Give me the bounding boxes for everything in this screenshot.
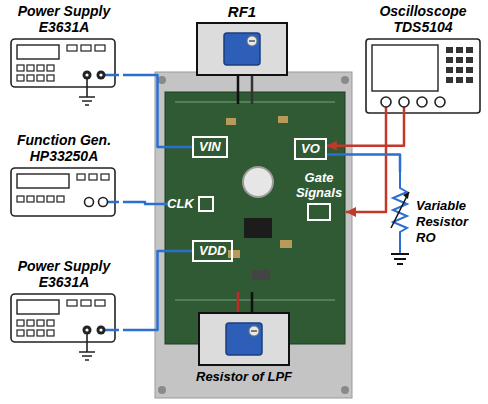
display: [17, 174, 69, 188]
power-supply-icon: [9, 37, 119, 109]
label-text: VO: [301, 141, 320, 157]
label-text: RF1: [228, 3, 256, 20]
power-supply: Power Supply E3631A: [5, 3, 123, 109]
terminal: [99, 198, 108, 207]
silk-line: [175, 102, 335, 300]
display: [17, 45, 59, 59]
wire: [327, 155, 400, 173]
label-text: CLK: [167, 196, 194, 212]
terminal-box: [198, 196, 214, 212]
test-board: [155, 72, 352, 398]
display: [17, 300, 59, 314]
oscilloscope: Oscilloscope TDS5104: [362, 3, 484, 119]
label-text: Power Supply E3631A: [5, 3, 123, 35]
pot-wires: [238, 76, 252, 316]
variable-resistor-symbol: [388, 172, 412, 276]
terminal: [97, 71, 106, 80]
terminal: [83, 71, 92, 80]
function-generator: Function Gen. HP33250A: [5, 132, 123, 222]
label-text: VDD: [199, 243, 226, 259]
power-supply-icon: [9, 292, 119, 364]
function-generator-icon: [9, 166, 119, 222]
label-text: Gate Signals: [292, 170, 346, 200]
potentiometer-rf1: RF1: [196, 3, 288, 76]
wire: [123, 251, 192, 330]
screen: [372, 45, 438, 91]
component: [228, 250, 240, 258]
chip: [244, 218, 272, 238]
terminal: [85, 198, 94, 207]
label-text: Oscilloscope TDS5104: [362, 3, 484, 35]
ground-symbol: [391, 254, 409, 264]
gate-signal-terminal: Gate Signals: [292, 170, 346, 221]
probe-arrow: [327, 119, 404, 146]
instrument-body: [11, 168, 115, 216]
resistor-zigzag: [393, 172, 407, 254]
wire: [123, 202, 167, 204]
board-frame: [155, 72, 352, 398]
screw-hole: [341, 76, 349, 84]
potentiometer-lpf: Resistor of LPF: [196, 312, 292, 384]
button-grid: [446, 47, 473, 83]
instrument-body: [11, 39, 115, 87]
label-text: Resistor of LPF: [196, 369, 292, 384]
potentiometer-box: [196, 22, 288, 76]
variable-arrow: [391, 192, 409, 228]
terminal-box: [307, 203, 331, 221]
keypad: [17, 174, 109, 202]
output-terminal: VO: [294, 138, 327, 160]
label-text: Power Supply E3631A: [5, 258, 123, 290]
instrument-body: [11, 294, 115, 342]
probe-arrow: [346, 119, 386, 212]
keypad: [17, 300, 105, 336]
component: [252, 270, 270, 280]
screw-hole: [158, 76, 166, 84]
inductor: [243, 167, 273, 197]
pcb: [165, 92, 345, 344]
supply-terminal: VDD: [192, 240, 233, 262]
potentiometer-icon: [220, 29, 264, 69]
clock-terminal: CLK: [167, 196, 214, 212]
instrument-body: [366, 39, 480, 113]
input-terminal: VIN: [192, 136, 228, 158]
variable-resistor: Variable Resistor RO: [388, 172, 482, 276]
screw-hole: [341, 386, 349, 394]
potentiometer-icon: [222, 319, 266, 359]
channel-inputs: [381, 97, 445, 107]
label-text: Function Gen. HP33250A: [5, 132, 123, 164]
potentiometer-box: [198, 312, 290, 366]
component: [278, 116, 288, 123]
keypad: [17, 45, 105, 81]
label-text: VIN: [199, 139, 221, 155]
wire: [237, 76, 240, 104]
oscilloscope-icon: [364, 37, 482, 119]
component: [280, 240, 292, 248]
wire: [123, 75, 192, 147]
wire: [251, 76, 254, 104]
probe-stub: [386, 107, 404, 119]
label-text: Variable Resistor RO: [416, 172, 482, 246]
screw-hole: [158, 386, 166, 394]
terminal: [97, 326, 106, 335]
terminal: [83, 326, 92, 335]
component: [226, 118, 236, 125]
power-supply: Power Supply E3631A: [5, 258, 123, 364]
